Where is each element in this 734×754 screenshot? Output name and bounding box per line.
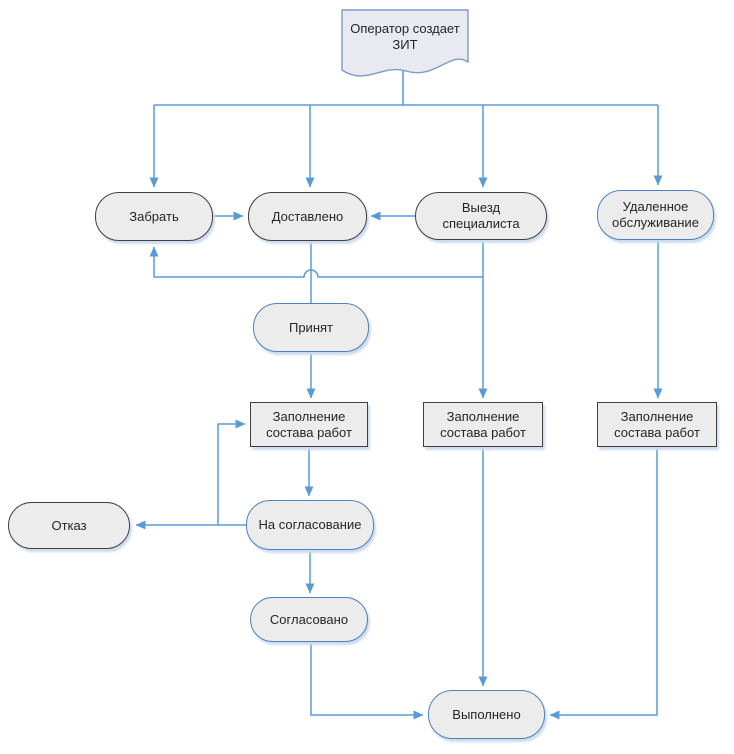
node-label: Принят <box>288 319 333 335</box>
node-label: Заполнение состава работ <box>266 408 352 440</box>
node-na-soglasovanie: На согласование <box>246 500 374 550</box>
node-soglasovano: Согласовано <box>250 597 368 642</box>
node-label: Заполнение состава работ <box>440 408 526 440</box>
node-label: Выезд специалиста <box>442 200 520 231</box>
node-label: Удаленное обслуживание <box>612 199 699 230</box>
edge-zapolnenie3-vypolneno <box>549 447 658 720</box>
node-vypolneno: Выполнено <box>428 690 545 739</box>
node-label: Доставлено <box>271 208 344 224</box>
edge-nasoglasovanie-zapolnenie1 <box>217 419 246 525</box>
node-operator-creates-zit: Оператор создает ЗИТ <box>350 20 460 52</box>
node-zabrat: Забрать <box>95 192 213 241</box>
node-label: На согласование <box>258 517 362 533</box>
edge-soglasovano-vypolneno <box>310 642 424 720</box>
node-vyezd-specialista: Выезд специалиста <box>415 192 547 240</box>
node-prinyat: Принят <box>253 303 369 352</box>
node-udalennoe-obsluzhivanie: Удаленное обслуживание <box>597 190 714 240</box>
node-zapolnenie-sostava-rabot-1: Заполнение состава работ <box>250 402 368 447</box>
node-operator-document-shape <box>341 9 469 77</box>
node-label: Отказ <box>51 517 87 533</box>
node-label: Выполнено <box>452 706 521 722</box>
edge-operator-bus <box>154 71 658 106</box>
node-otkaz: Отказ <box>8 502 130 549</box>
node-label: Заполнение состава работ <box>614 408 700 440</box>
node-zapolnenie-sostava-rabot-3: Заполнение состава работ <box>597 402 717 447</box>
node-label: Согласовано <box>269 611 349 627</box>
node-dostavleno: Доставлено <box>248 192 367 241</box>
node-label: Забрать <box>129 208 179 224</box>
node-zapolnenie-sostava-rabot-2: Заполнение состава работ <box>423 402 543 447</box>
edge-vyezd-zabrat <box>149 246 483 278</box>
